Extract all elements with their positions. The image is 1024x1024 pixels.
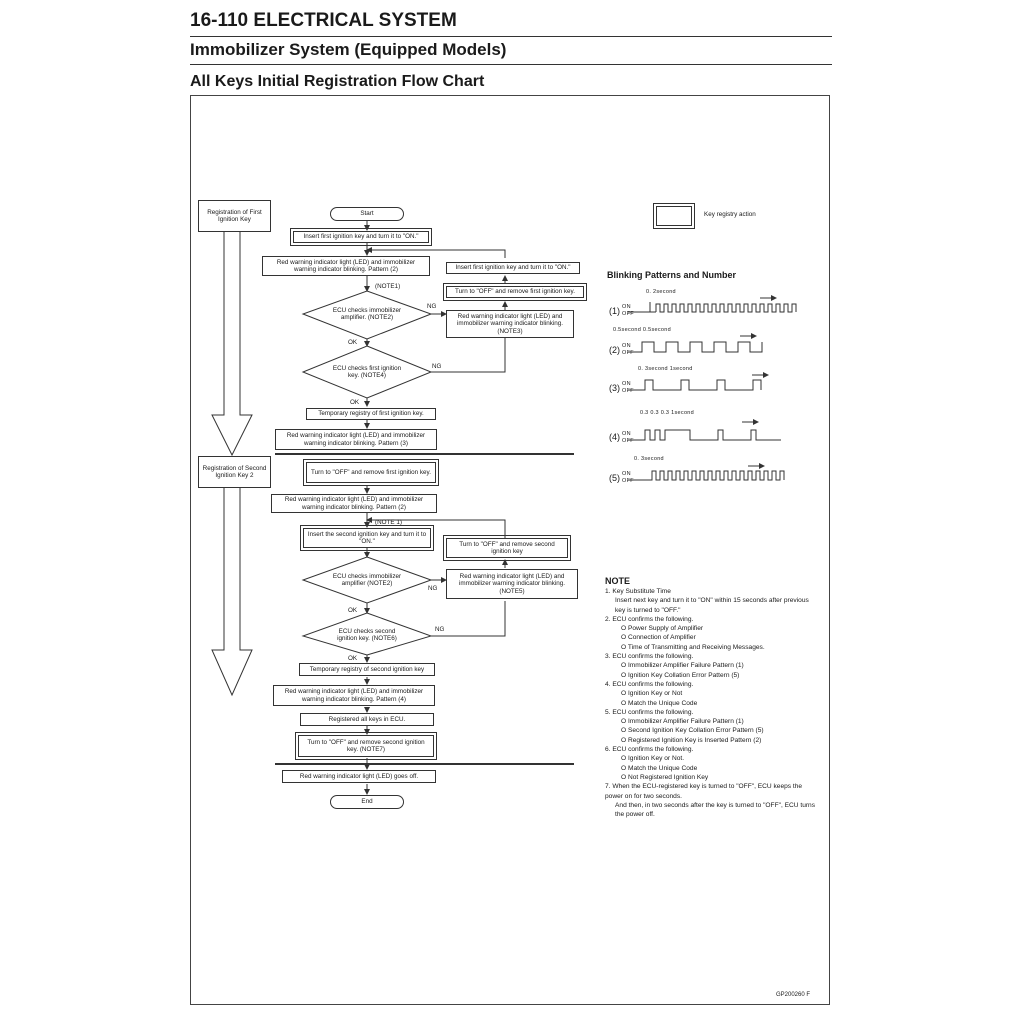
pattern-2-on: ON	[622, 343, 631, 349]
notes-title: NOTE	[605, 576, 631, 586]
note-detail: O Connection of Amplifier	[621, 634, 696, 642]
note-ref: (NOTE1)	[375, 283, 401, 290]
note-item: 4. ECU confirms the following.	[605, 680, 694, 688]
section-title: 16-110 ELECTRICAL SYSTEM	[190, 10, 457, 31]
step-led-note5: Red warning indicator light (LED) and im…	[446, 569, 578, 599]
blinking-patterns-title: Blinking Patterns and Number	[607, 270, 737, 280]
step-led-pattern-2b: Red warning indicator light (LED) and im…	[271, 494, 437, 513]
notes-section: NOTE 1. Key Substitute Time Insert next …	[605, 575, 820, 819]
step-turn-off-second-key-retry: Turn to "OFF" and remove second ignition…	[443, 535, 571, 561]
legend-label: Key registry action	[704, 211, 756, 218]
pattern-1-on: ON	[622, 304, 631, 310]
ok-label: OK	[348, 607, 358, 614]
subsection-title: Immobilizer System (Equipped Models)	[190, 40, 507, 59]
step-led-goes-off: Red warning indicator light (LED) goes o…	[282, 770, 436, 783]
end-terminal: End	[330, 795, 404, 809]
decision-text: ECU checks immobilizer amplifier (NOTE2)	[332, 572, 402, 587]
step-turn-off-remove-first: Turn to "OFF" and remove first ignition …	[303, 459, 439, 486]
ng-label: NG	[435, 626, 445, 633]
note-item: 5. ECU confirms the following.	[605, 708, 694, 716]
chart-title: All Keys Initial Registration Flow Chart	[190, 73, 485, 90]
pattern-2-timing: 0.5second 0.5second	[613, 327, 671, 333]
note-item: 6. ECU confirms the following.	[605, 746, 694, 754]
pattern-1-timing: 0. 2second	[646, 289, 676, 295]
note-item: 3. ECU confirms the following.	[605, 653, 694, 661]
step-insert-first-key: Insert first ignition key and turn it to…	[290, 228, 432, 246]
note-item: 7. When the ECU-registered key is turned…	[605, 783, 803, 800]
ng-label: NG	[432, 363, 442, 370]
blink-waveforms	[628, 295, 797, 481]
step-temp-registry-first: Temporary registry of first ignition key…	[306, 408, 436, 420]
note-detail: O Ignition Key or Not.	[621, 755, 685, 763]
note-detail: O Match the Unique Code	[621, 764, 698, 772]
step-temp-registry-second: Temporary registry of second ignition ke…	[299, 663, 435, 676]
side-label-second-key: Registration of Second Ignition Key 2	[198, 456, 271, 488]
decision-text: ECU checks immobilizer amplifier. (NOTE2…	[332, 306, 402, 321]
ok-label: OK	[350, 399, 360, 406]
note-detail: O Second Ignition Key Collation Error Pa…	[621, 727, 764, 735]
decision-ecu-first-key	[301, 345, 433, 399]
step-registered-all-keys: Registered all keys in ECU.	[300, 713, 434, 726]
decision-ecu-second-key	[301, 612, 433, 656]
pattern-3-timing: 0. 3second 1second	[638, 366, 693, 372]
pattern-3-on: ON	[622, 381, 631, 387]
pattern-2-off: OFF	[622, 350, 634, 356]
decision-ecu-amp-2	[301, 556, 433, 604]
note-ref: (NOTE 1)	[375, 519, 402, 526]
ng-label: NG	[428, 585, 438, 592]
step-led-pattern-4: Red warning indicator light (LED) and im…	[273, 685, 435, 706]
note-detail: O Ignition Key Collation Error Pattern (…	[621, 671, 740, 679]
step-turn-off-first-key: Turn to "OFF" and remove first ignition …	[443, 283, 587, 301]
divider	[190, 36, 832, 37]
step-led-pattern-3: Red warning indicator light (LED) and im…	[275, 429, 437, 450]
pattern-5-off: OFF	[622, 478, 634, 484]
note-detail: O Immobilizer Amplifier Failure Pattern …	[621, 718, 744, 726]
legend-double-box	[653, 203, 695, 229]
note-detail: O Registered Ignition Key is Inserted Pa…	[621, 736, 762, 744]
note-detail: Insert next key and turn it to "ON" with…	[615, 597, 809, 614]
pattern-4-timing: 0.3 0.3 0.3 1second	[640, 410, 695, 416]
note-detail: O Ignition Key or Not	[621, 690, 683, 698]
pattern-2-label: (2)	[609, 345, 620, 355]
step-led-note3: Red warning indicator light (LED) and im…	[446, 310, 574, 338]
pattern-1-label: (1)	[609, 306, 620, 316]
side-arrow-second	[211, 488, 253, 697]
note-detail: O Power Supply of Amplifier	[621, 625, 704, 633]
note-detail: O Not Registered Ignition Key	[621, 773, 709, 781]
note-item: 1. Key Substitute Time	[605, 588, 671, 595]
ok-label: OK	[348, 655, 358, 662]
decision-text: ECU checks second ignition key. (NOTE6)	[337, 627, 397, 642]
note-detail: O Time of Transmitting and Receiving Mes…	[621, 643, 765, 651]
start-terminal: Start	[330, 207, 404, 221]
step-insert-second-key: Insert the second ignition key and turn …	[300, 525, 434, 551]
pattern-3-label: (3)	[609, 383, 620, 393]
decision-text: ECU checks first ignition key. (NOTE4)	[332, 364, 402, 379]
note-detail: O Immobilizer Amplifier Failure Pattern …	[621, 662, 744, 670]
ng-label: NG	[427, 303, 437, 310]
pattern-1-off: OFF	[622, 311, 634, 317]
pattern-5-timing: 0. 3second	[634, 456, 664, 462]
note-detail: O Match the Unique Code	[621, 699, 698, 707]
step-turn-off-remove-second: Turn to "OFF" and remove second ignition…	[295, 732, 437, 760]
divider	[190, 64, 832, 65]
step-led-pattern-2: Red warning indicator light (LED) and im…	[262, 256, 430, 276]
pattern-4-on: ON	[622, 431, 631, 437]
side-arrow-first	[211, 232, 253, 457]
pattern-4-off: OFF	[622, 438, 634, 444]
pattern-3-off: OFF	[622, 388, 634, 394]
step-reinsert-first-key: Insert first ignition key and turn it to…	[446, 262, 580, 274]
side-label-first-key: Registration of First Ignition Key	[198, 200, 271, 232]
pattern-5-on: ON	[622, 471, 631, 477]
pattern-5-label: (5)	[609, 473, 620, 483]
pattern-4-label: (4)	[609, 432, 620, 442]
note-detail: And then, in two seconds after the key i…	[615, 801, 816, 819]
note-item: 2. ECU confirms the following.	[605, 615, 694, 623]
decision-ecu-amp-1	[301, 290, 433, 340]
figure-code: GP200260 F	[776, 992, 811, 998]
ok-label: OK	[348, 339, 358, 346]
figure-frame	[190, 95, 830, 1005]
